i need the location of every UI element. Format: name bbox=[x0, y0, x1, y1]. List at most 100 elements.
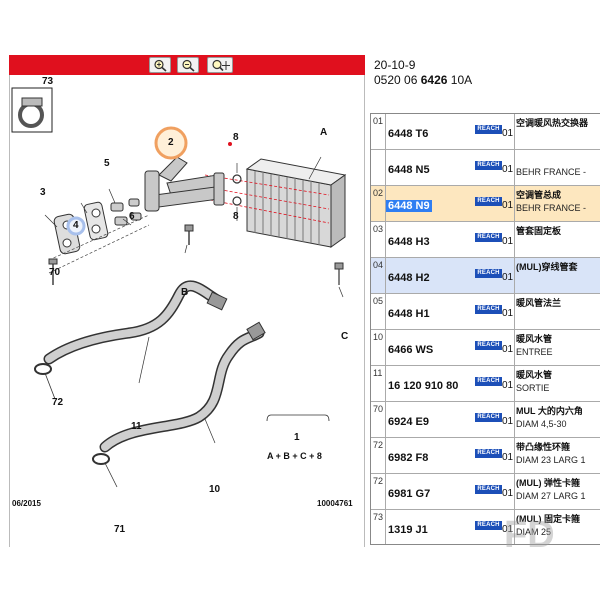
exploded-diagram[interactable] bbox=[9, 75, 365, 547]
reach-badge: REACH bbox=[475, 197, 502, 206]
reach-badge: REACH bbox=[475, 449, 502, 458]
reach-badge: REACH bbox=[475, 305, 502, 314]
diagram-panel: 73 2 A 8 4 5 3 6 B 8 70 C 11 72 1 A + B … bbox=[9, 55, 365, 547]
part-row[interactable]: 72 6981 G7 REACH 01 (MUL) 弹性卡箍 DIAM 27 L… bbox=[371, 474, 600, 510]
part-row[interactable]: 72 6982 F8 REACH 01 带凸缘性环箍 DIAM 23 LARG … bbox=[371, 438, 600, 474]
column-divider bbox=[514, 114, 515, 544]
callout-72[interactable]: 72 bbox=[52, 397, 64, 408]
row-index: 03 bbox=[373, 224, 384, 234]
row-quantity: 01 bbox=[502, 128, 514, 139]
callout-B[interactable]: B bbox=[181, 287, 189, 298]
callout-73[interactable]: 73 bbox=[42, 76, 54, 87]
row-name: 暖风水管 bbox=[516, 334, 553, 344]
callout-ring-2[interactable] bbox=[154, 126, 188, 160]
row-quantity: 01 bbox=[502, 308, 514, 319]
clamp-71 bbox=[92, 453, 118, 488]
part-row-highlighted[interactable]: 04 6448 H2 REACH 01 (MUL)穿线管套 bbox=[371, 258, 600, 294]
row-reference[interactable]: 6981 G7 bbox=[388, 488, 431, 500]
clamp-73-inset bbox=[11, 87, 53, 133]
row-quantity: 01 bbox=[502, 416, 514, 427]
row-reference[interactable]: 16 120 910 80 bbox=[388, 380, 459, 392]
zoom-out-icon bbox=[182, 59, 195, 72]
part-row[interactable]: 03 6448 H3 REACH 01 管套固定板 bbox=[371, 222, 600, 258]
row-index: 70 bbox=[373, 404, 384, 414]
row-reference[interactable]: 6448 H3 bbox=[388, 236, 430, 248]
diagram-date: 06/2015 bbox=[12, 499, 41, 508]
row-description: DIAM 27 LARG 1 bbox=[516, 491, 586, 501]
row-quantity: 01 bbox=[502, 200, 514, 211]
clip-c bbox=[334, 262, 344, 285]
row-description: BEHR FRANCE - bbox=[516, 167, 587, 177]
grommets-5-6 bbox=[110, 198, 142, 226]
part-row[interactable]: 05 6448 H1 REACH 01 暖风管法兰 bbox=[371, 294, 600, 330]
row-reference[interactable]: 1319 J1 bbox=[388, 524, 428, 536]
diagram-id: 10004761 bbox=[317, 499, 353, 508]
row-reference[interactable]: 6448 H2 bbox=[388, 272, 430, 284]
zoom-out-button[interactable] bbox=[177, 57, 199, 73]
row-description: BEHR FRANCE - bbox=[516, 203, 587, 213]
assembly-formula: A + B + C + 8 bbox=[267, 451, 322, 461]
watermark: FD bbox=[504, 514, 555, 556]
callout-ring-4[interactable] bbox=[66, 216, 86, 236]
parts-panel: 20-10-9 0520 06 6426 10A 01 6448 T6 REAC… bbox=[370, 55, 600, 556]
reach-badge: REACH bbox=[475, 341, 502, 350]
part-row[interactable]: 70 6924 E9 REACH 01 MUL 大的内六角 DIAM 4,5-3… bbox=[371, 402, 600, 438]
callout-1[interactable]: 1 bbox=[294, 432, 300, 443]
part-row-selected[interactable]: 02 6448 N9 REACH 01 空调管总成 BEHR FRANCE - bbox=[371, 186, 600, 222]
pipe-assembly-2 bbox=[144, 156, 225, 212]
reach-badge: REACH bbox=[475, 521, 502, 530]
screw-70 bbox=[48, 258, 58, 285]
part-row[interactable]: 6448 N5 REACH 01 BEHR FRANCE - bbox=[371, 150, 600, 186]
row-name: (MUL) 弹性卡箍 bbox=[516, 478, 580, 488]
part-row[interactable]: 10 6466 WS REACH 01 暖风水管 ENTREE bbox=[371, 330, 600, 366]
part-row[interactable]: 73 1319 J1 REACH 01 (MUL) 固定卡箍 DIAM 25 bbox=[371, 510, 600, 546]
row-quantity: 01 bbox=[502, 272, 514, 283]
reach-badge: REACH bbox=[475, 377, 502, 386]
callout-A[interactable]: A bbox=[320, 127, 328, 138]
row-name: 暖风水管 bbox=[516, 370, 553, 380]
part-row[interactable]: 11 16 120 910 80 REACH 01 暖风水管 SORTIE bbox=[371, 366, 600, 402]
callout-5[interactable]: 5 bbox=[104, 158, 110, 169]
catalog-date: 20-10-9 bbox=[374, 58, 416, 72]
zoom-pan-button[interactable] bbox=[207, 57, 233, 73]
reach-badge: REACH bbox=[475, 413, 502, 422]
callout-10[interactable]: 10 bbox=[209, 484, 221, 495]
column-divider bbox=[385, 114, 386, 544]
row-name: (MUL) 固定卡箍 bbox=[516, 514, 580, 524]
o-rings-8 bbox=[232, 174, 242, 206]
row-description: DIAM 23 LARG 1 bbox=[516, 455, 586, 465]
row-name: 空调暖风热交换器 bbox=[516, 118, 589, 128]
row-index: 72 bbox=[373, 476, 384, 486]
row-description: ENTREE bbox=[516, 347, 553, 357]
callout-71[interactable]: 71 bbox=[114, 524, 126, 535]
parts-table: 01 6448 T6 REACH 01 空调暖风热交换器 6448 N5 REA… bbox=[370, 113, 600, 556]
callout-8-top[interactable]: 8 bbox=[233, 132, 239, 143]
row-description: SORTIE bbox=[516, 383, 550, 393]
row-reference[interactable]: 6466 WS bbox=[388, 344, 434, 356]
zoom-in-button[interactable] bbox=[149, 57, 171, 73]
part-row[interactable]: 01 6448 T6 REACH 01 空调暖风热交换器 bbox=[371, 114, 600, 150]
zoom-in-icon bbox=[154, 59, 167, 72]
callout-11[interactable]: 11 bbox=[131, 421, 142, 432]
callout-6[interactable]: 6 bbox=[129, 211, 135, 222]
row-name: 带凸缘性环箍 bbox=[516, 442, 571, 452]
row-name: MUL 大的内六角 bbox=[516, 406, 583, 416]
row-reference[interactable]: 6448 T6 bbox=[388, 128, 429, 140]
row-reference[interactable]: 6982 F8 bbox=[388, 452, 429, 464]
row-reference[interactable]: 6924 E9 bbox=[388, 416, 429, 428]
callout-8-bottom[interactable]: 8 bbox=[233, 211, 239, 222]
callout-3[interactable]: 3 bbox=[40, 187, 46, 198]
callout-C[interactable]: C bbox=[341, 331, 349, 342]
marker-dot bbox=[228, 142, 232, 146]
catalog-reference-bold: 6426 bbox=[420, 73, 448, 87]
row-reference[interactable]: 6448 N5 bbox=[388, 164, 430, 176]
callout-2[interactable]: 2 bbox=[168, 137, 174, 148]
callout-70[interactable]: 70 bbox=[49, 267, 61, 278]
diagram-toolbar bbox=[9, 55, 365, 75]
row-reference-selected[interactable]: 6448 N9 bbox=[386, 200, 432, 212]
catalog-reference-prefix: 0520 06 bbox=[374, 73, 418, 87]
heater-core-a bbox=[204, 158, 347, 248]
callout-4[interactable]: 4 bbox=[73, 220, 79, 231]
row-reference[interactable]: 6448 H1 bbox=[388, 308, 430, 320]
reach-badge: REACH bbox=[475, 269, 502, 278]
